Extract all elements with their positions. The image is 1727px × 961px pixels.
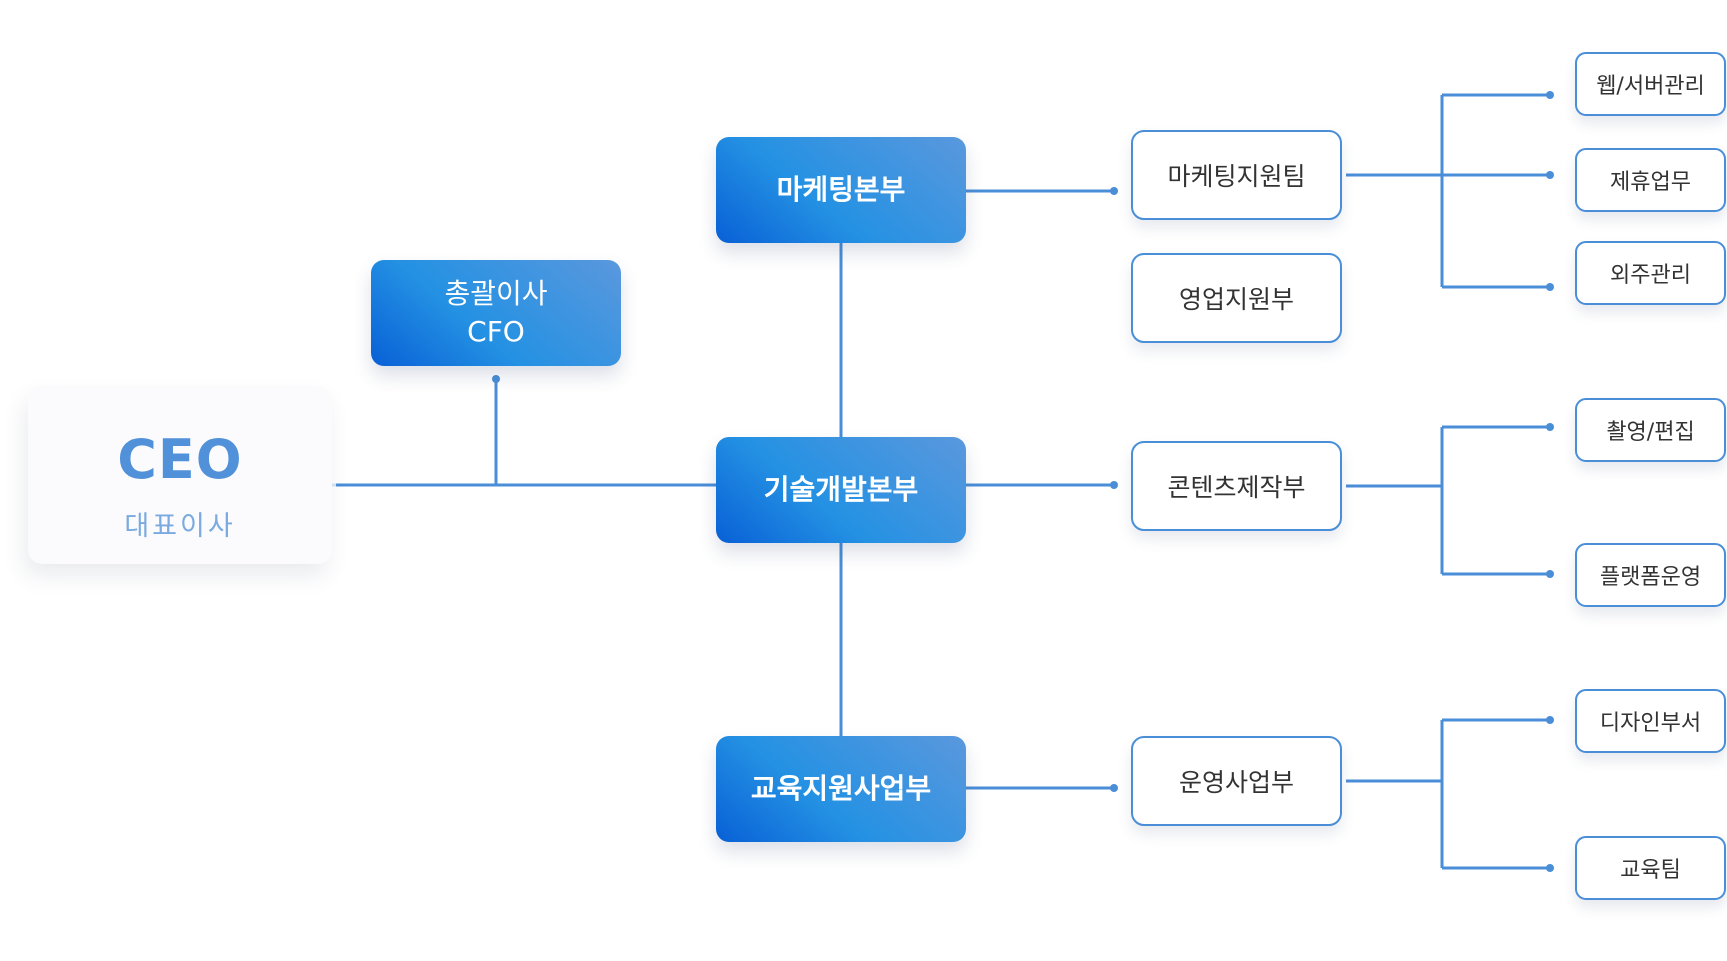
sales-support-node: 영업지원부 [1131, 253, 1342, 343]
connector-dot [1546, 91, 1554, 99]
web-server-label: 웹/서버관리 [1596, 74, 1705, 99]
connector-dot [1546, 716, 1554, 724]
tech-division-node: 기술개발본부 [716, 437, 966, 543]
education-division-label: 교육지원사업부 [750, 772, 932, 805]
tech-division-label: 기술개발본부 [763, 473, 919, 506]
connector-dot [1110, 187, 1118, 195]
filming-editing-node: 촬영/편집 [1575, 398, 1726, 462]
education-team-node: 교육팀 [1575, 836, 1726, 900]
web-server-node: 웹/서버관리 [1575, 52, 1726, 116]
operations-node: 운영사업부 [1131, 736, 1342, 826]
connector-dot [1546, 283, 1554, 291]
cfo-node: 총괄이사 CFO [371, 260, 621, 366]
partnership-label: 제휴업무 [1610, 170, 1691, 195]
filming-editing-label: 촬영/편집 [1606, 420, 1695, 445]
platform-ops-node: 플랫폼운영 [1575, 543, 1726, 607]
ceo-subtitle: 대표이사 [124, 511, 236, 542]
connector-dot [1546, 570, 1554, 578]
connector-dot [492, 375, 500, 383]
content-production-node: 콘텐츠제작부 [1131, 441, 1342, 531]
content-production-label: 콘텐츠제작부 [1167, 473, 1306, 502]
connector-dot [1110, 784, 1118, 792]
education-team-label: 교육팀 [1620, 858, 1681, 883]
sales-support-label: 영업지원부 [1178, 285, 1294, 314]
operations-label: 운영사업부 [1178, 768, 1294, 797]
connector-dot [1110, 481, 1118, 489]
ceo-node: CEO 대표이사 [28, 386, 332, 564]
connector-dot [1546, 423, 1554, 431]
design-label: 디자인부서 [1599, 711, 1702, 736]
outsourcing-label: 외주관리 [1610, 263, 1691, 288]
partnership-node: 제휴업무 [1575, 148, 1726, 212]
platform-ops-label: 플랫폼운영 [1599, 565, 1702, 590]
marketing-support-label: 마케팅지원팀 [1167, 162, 1306, 191]
marketing-support-node: 마케팅지원팀 [1131, 130, 1342, 220]
marketing-division-node: 마케팅본부 [716, 137, 966, 243]
connector-dot [1546, 171, 1554, 179]
ceo-title: CEO [117, 428, 243, 491]
education-division-node: 교육지원사업부 [716, 736, 966, 842]
cfo-title: 총괄이사 [444, 277, 548, 310]
design-node: 디자인부서 [1575, 689, 1726, 753]
connector-dot [1546, 864, 1554, 872]
marketing-division-label: 마케팅본부 [776, 173, 906, 206]
cfo-subtitle: CFO [467, 315, 525, 348]
outsourcing-node: 외주관리 [1575, 241, 1726, 305]
